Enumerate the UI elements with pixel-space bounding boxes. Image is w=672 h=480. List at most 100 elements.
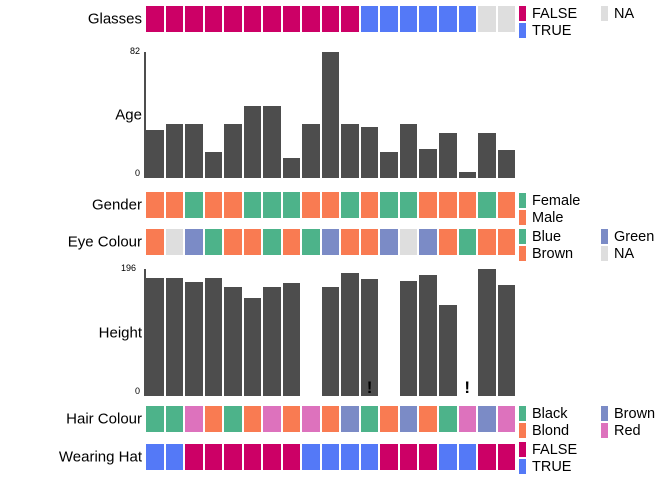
cell-2[interactable] [185,406,203,432]
cell-15[interactable] [438,229,457,255]
wearing-hat-plot-area[interactable] [146,444,516,470]
cell-17[interactable] [478,229,496,255]
legend-item-male[interactable]: Male [519,210,591,226]
bar-slot-7[interactable] [282,52,301,178]
cell-12[interactable] [380,229,398,255]
cell-15[interactable] [438,6,457,32]
bar-slot-15[interactable] [438,269,457,396]
cell-18[interactable] [497,444,516,470]
height-plot-area[interactable]: !! [146,269,516,396]
cell-10[interactable] [341,229,359,255]
bar-slot-7[interactable] [282,269,301,396]
legend-item-blue[interactable]: Blue [519,229,591,245]
cell-11[interactable] [360,192,379,218]
bar-slot-2[interactable] [185,52,203,178]
bar-slot-9[interactable] [321,269,340,396]
bar-slot-6[interactable] [263,52,281,178]
cell-13[interactable] [399,406,418,432]
legend-item-brown[interactable]: Brown [519,246,591,262]
cell-5[interactable] [243,444,262,470]
cell-12[interactable] [380,406,398,432]
cell-6[interactable] [263,229,281,255]
cell-6[interactable] [263,406,281,432]
bar-slot-9[interactable] [321,52,340,178]
cell-1[interactable] [165,229,184,255]
cell-0[interactable] [146,229,164,255]
cell-6[interactable] [263,192,281,218]
cell-4[interactable] [224,444,242,470]
legend-item-false[interactable]: FALSE [519,442,591,458]
eye-colour-plot-area[interactable] [146,229,516,255]
bar-slot-18[interactable] [497,269,516,396]
cell-16[interactable] [458,444,477,470]
bar-slot-15[interactable] [438,52,457,178]
glasses-plot-area[interactable] [146,6,516,32]
cell-18[interactable] [497,406,516,432]
cell-17[interactable] [478,444,496,470]
legend-item-true[interactable]: TRUE [519,23,591,39]
cell-10[interactable] [341,444,359,470]
legend-item-green[interactable]: Green [601,229,654,245]
bar-slot-8[interactable] [302,269,320,396]
bar-slot-13[interactable] [399,269,418,396]
gender-plot-area[interactable] [146,192,516,218]
cell-5[interactable] [243,229,262,255]
legend-item-red[interactable]: Red [601,423,641,439]
cell-14[interactable] [419,6,437,32]
cell-13[interactable] [399,229,418,255]
cell-0[interactable] [146,192,164,218]
bar-slot-11[interactable]: ! [360,269,379,396]
cell-10[interactable] [341,192,359,218]
cell-15[interactable] [438,444,457,470]
cell-9[interactable] [321,192,340,218]
cell-13[interactable] [399,6,418,32]
bar-slot-0[interactable] [146,269,164,396]
cell-1[interactable] [165,406,184,432]
cell-2[interactable] [185,6,203,32]
cell-11[interactable] [360,6,379,32]
cell-0[interactable] [146,406,164,432]
bar-slot-5[interactable] [243,269,262,396]
cell-1[interactable] [165,6,184,32]
cell-17[interactable] [478,6,496,32]
cell-8[interactable] [302,192,320,218]
bar-slot-14[interactable] [419,269,437,396]
cell-11[interactable] [360,444,379,470]
cell-17[interactable] [478,406,496,432]
cell-6[interactable] [263,6,281,32]
cell-4[interactable] [224,406,242,432]
cell-8[interactable] [302,229,320,255]
cell-3[interactable] [204,444,223,470]
cell-3[interactable] [204,6,223,32]
cell-9[interactable] [321,406,340,432]
bar-slot-12[interactable] [380,52,398,178]
bar-slot-14[interactable] [419,52,437,178]
cell-11[interactable] [360,229,379,255]
cell-4[interactable] [224,192,242,218]
bar-slot-3[interactable] [204,269,223,396]
hair-colour-plot-area[interactable] [146,406,516,432]
legend-item-na[interactable]: NA [601,6,634,22]
cell-14[interactable] [419,192,437,218]
bar-slot-16[interactable]: ! [459,269,477,396]
cell-15[interactable] [438,192,457,218]
cell-0[interactable] [146,444,164,470]
legend-item-black[interactable]: Black [519,406,591,422]
bar-slot-2[interactable] [185,269,203,396]
cell-3[interactable] [204,192,223,218]
legend-item-false[interactable]: FALSE [519,6,591,22]
cell-7[interactable] [282,406,301,432]
bar-slot-11[interactable] [360,52,379,178]
cell-7[interactable] [282,229,301,255]
cell-1[interactable] [165,192,184,218]
cell-2[interactable] [185,192,203,218]
cell-0[interactable] [146,6,164,32]
cell-5[interactable] [243,192,262,218]
cell-12[interactable] [380,192,398,218]
legend-item-blond[interactable]: Blond [519,423,591,439]
bar-slot-1[interactable] [165,269,184,396]
legend-item-female[interactable]: Female [519,193,591,209]
cell-2[interactable] [185,444,203,470]
cell-2[interactable] [185,229,203,255]
cell-3[interactable] [204,406,223,432]
